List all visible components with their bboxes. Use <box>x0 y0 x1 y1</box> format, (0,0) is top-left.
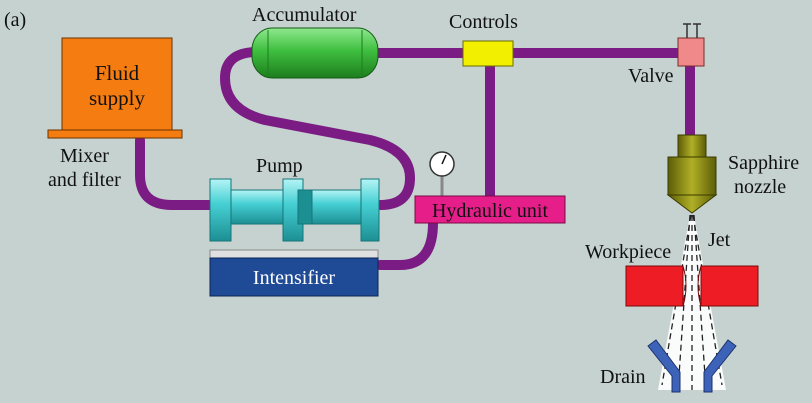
pump-label: Pump <box>256 155 303 177</box>
valve-handle-icon <box>683 23 701 38</box>
valve-label: Valve <box>628 65 674 87</box>
intensifier-label: Intensifier <box>253 267 336 289</box>
pump-flange-right <box>360 178 380 242</box>
sapphire-label-line2: nozzle <box>734 176 786 198</box>
controls-label: Controls <box>449 11 518 33</box>
panel-label: (a) <box>4 9 26 31</box>
pump-flange-left <box>209 178 232 242</box>
valve <box>677 37 705 67</box>
mixer-label-line1: Mixer <box>60 145 109 167</box>
controls-box <box>462 40 514 67</box>
pipe-hydraulic-to-intensifier <box>375 218 438 270</box>
fluid-supply-label-line2: supply <box>89 86 146 110</box>
sapphire-nozzle <box>666 134 718 214</box>
pipes <box>135 47 695 270</box>
pipe-accumulator-loop <box>220 47 415 210</box>
pump <box>209 178 380 242</box>
hydraulic-unit-box <box>414 195 566 224</box>
workpiece-label: Workpiece <box>585 241 671 263</box>
pump-flange-mid-2 <box>297 189 313 225</box>
nozzle-tip <box>666 194 718 214</box>
mixer-label-line2: and filter <box>48 169 121 191</box>
drain-label: Drain <box>600 366 646 388</box>
workpiece-kerf <box>682 265 702 307</box>
hydraulic-unit-label: Hydraulic unit <box>432 200 549 222</box>
intensifier-plate <box>209 249 379 259</box>
accumulator <box>251 27 379 79</box>
nozzle-top <box>677 134 707 158</box>
workpiece-right <box>700 265 759 307</box>
jet-label: Jet <box>708 229 731 251</box>
workpiece-left <box>625 265 684 307</box>
gauge-needle <box>441 154 447 165</box>
fluid-supply-base <box>47 129 183 139</box>
jet-spray <box>658 215 726 390</box>
sapphire-label-line1: Sapphire <box>728 152 799 174</box>
fluid-supply-label-line1: Fluid <box>95 61 140 85</box>
nozzle-body <box>667 156 717 196</box>
accumulator-label: Accumulator <box>252 4 357 26</box>
drain-icon <box>647 339 737 393</box>
intensifier-box <box>209 257 379 297</box>
pipe-supply-to-pump <box>135 135 217 210</box>
